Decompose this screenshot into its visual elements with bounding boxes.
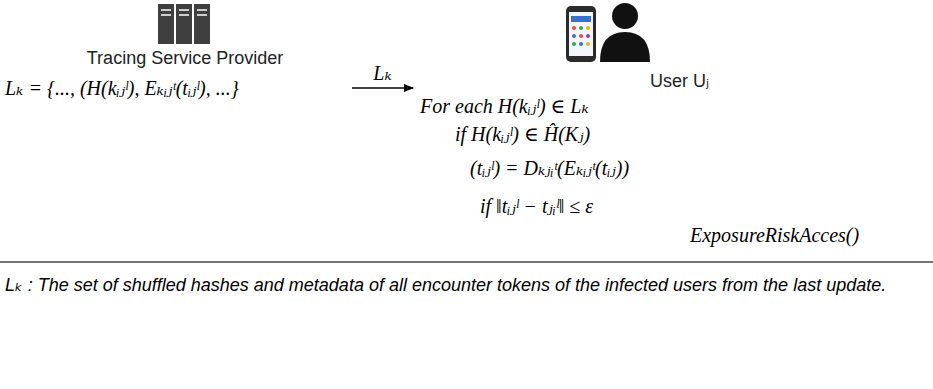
formula: ExposureRiskAcces() (690, 224, 859, 247)
caption: Lₖ : The set of shuffled hashes and meta… (5, 270, 925, 300)
arrow (352, 87, 413, 89)
formula: For each H(kᵢⱼˡ) ∈ Lₖ (420, 94, 589, 118)
edge-label: Lₖ (373, 61, 391, 85)
node-heading: User Uⱼ (650, 70, 709, 92)
formula: if H(kᵢⱼˡ) ∈ Ĥ(Kⱼ) (455, 122, 590, 146)
formula: (tᵢⱼˡ) = Dₖⱼᵢᵗ(Eₖᵢⱼᵗ(tᵢⱼ)) (470, 156, 629, 180)
server-icon (158, 4, 210, 44)
person-icon (600, 3, 650, 62)
formula: if ‖tᵢⱼˡ − tⱼᵢˡ‖ ≤ ε (480, 194, 593, 218)
text-group: Tracing Service ProviderLₖ = {..., (H(kᵢ… (0, 0, 350, 110)
formula: Lₖ = {..., (H(kᵢⱼˡ), Eₖᵢⱼᵗ(tᵢⱼˡ), ...} (5, 76, 239, 100)
node-heading: Tracing Service Provider (0, 48, 370, 69)
separator-rule (0, 261, 933, 263)
text-group: User Uⱼ For each H(kᵢⱼˡ) ∈ Lₖ if H(kᵢⱼˡ) ∈… (415, 0, 930, 255)
phone-icon (566, 6, 596, 62)
